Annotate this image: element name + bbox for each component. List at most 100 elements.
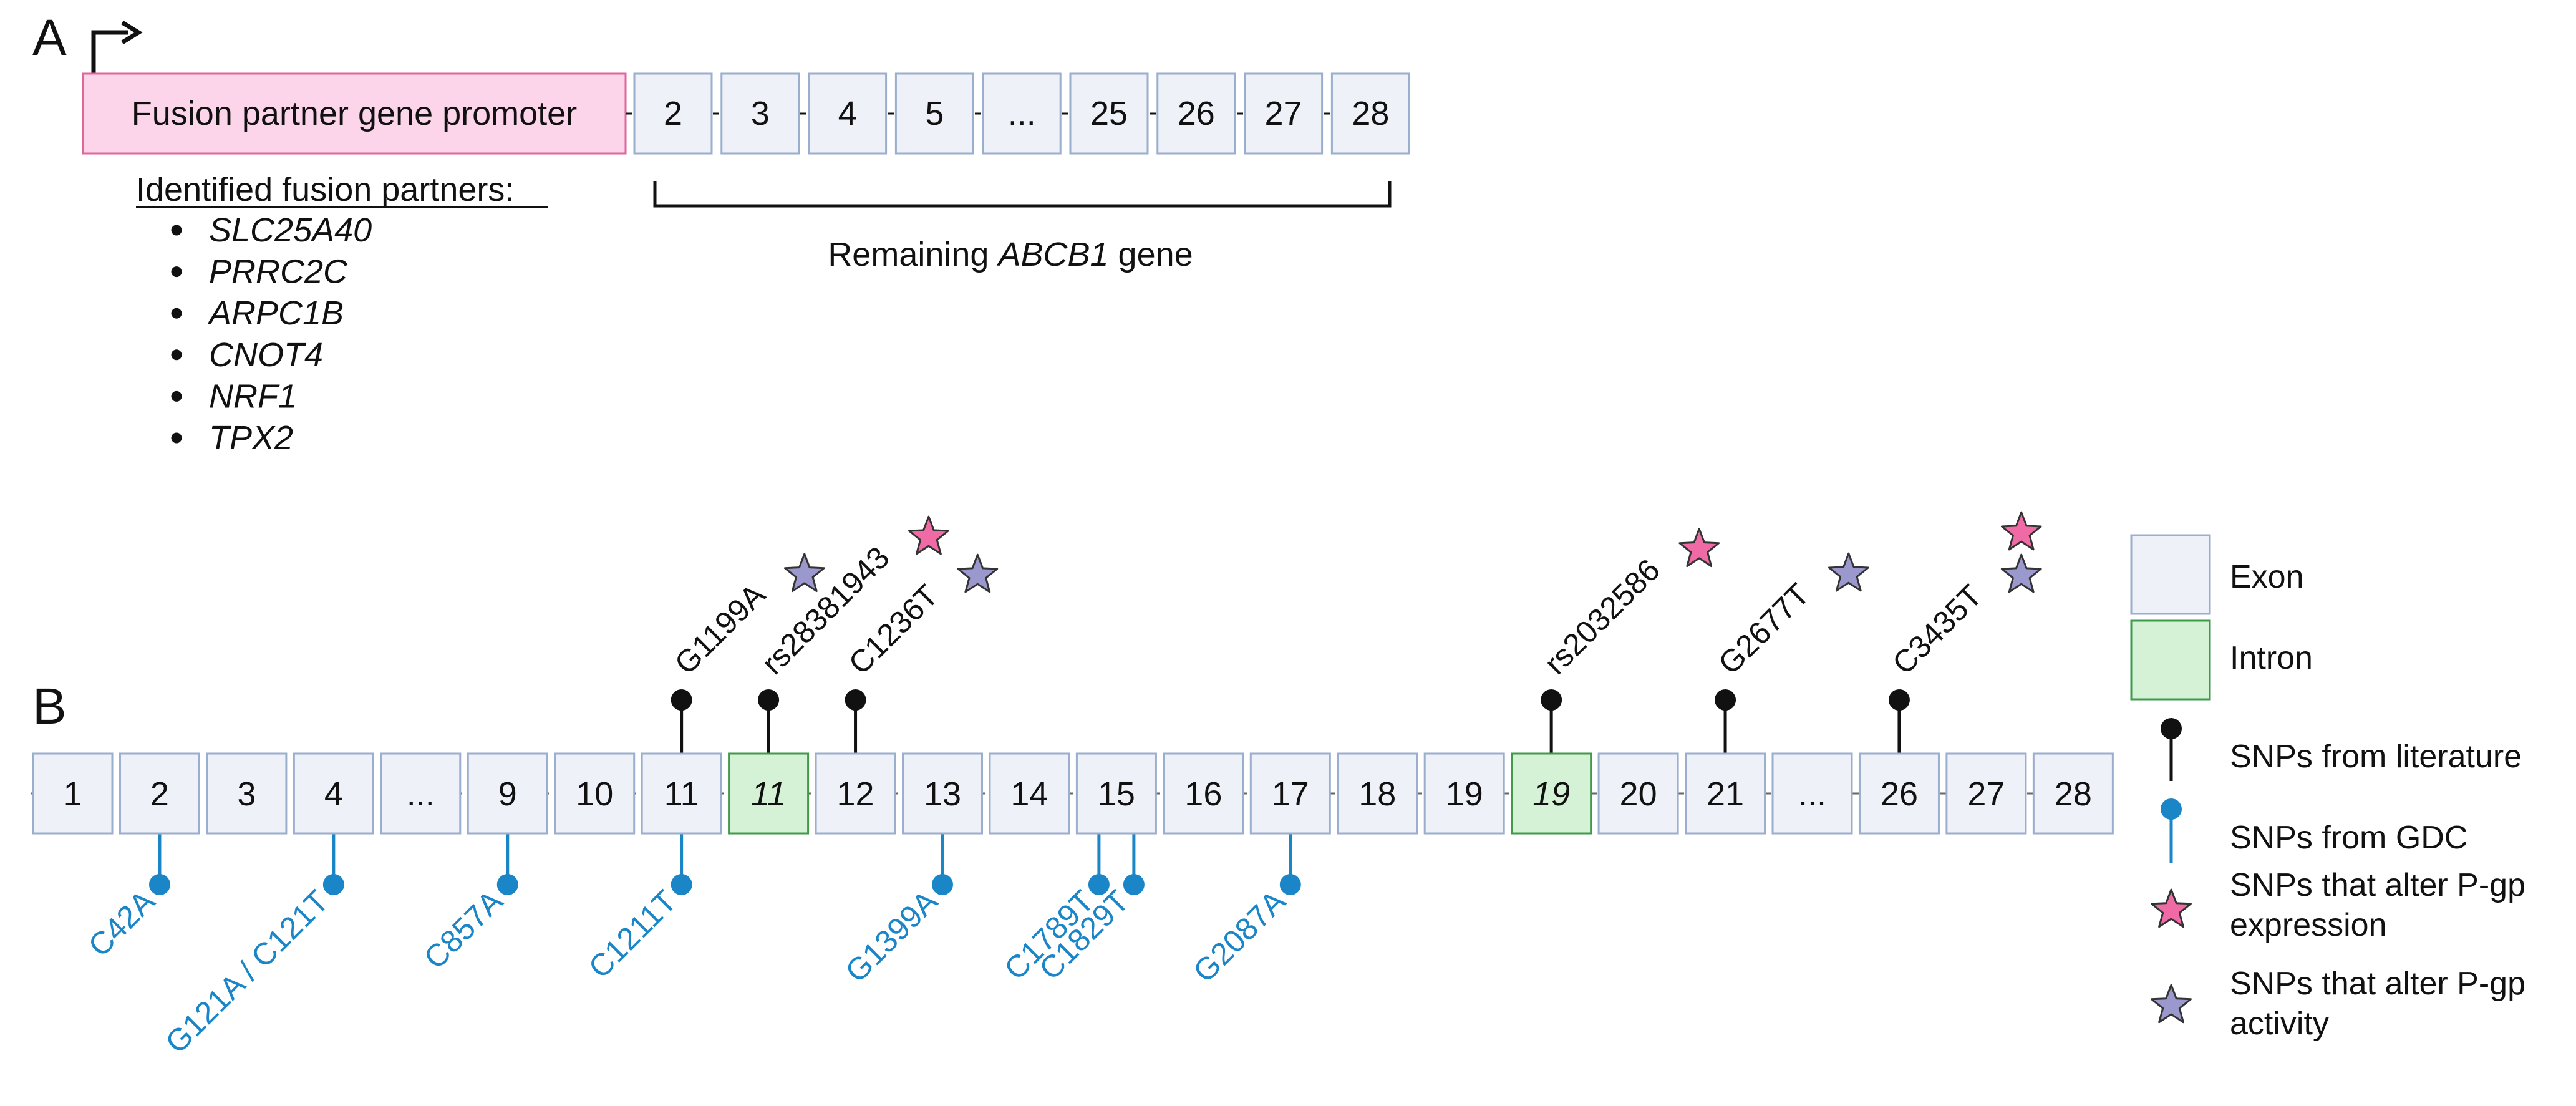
exon-number: 9 (498, 775, 517, 813)
bullet-icon (171, 266, 182, 278)
gdc-snp-label: G2087A (1186, 883, 1292, 989)
exon-box (1163, 752, 1244, 835)
exon-number: 16 (1184, 775, 1222, 813)
activity-star-icon (2000, 553, 2042, 593)
expression-star-icon (1678, 528, 1720, 568)
exon-number: ... (407, 775, 435, 813)
exon-number: 19 (1446, 775, 1483, 813)
exon-box (1069, 72, 1149, 155)
expression-star-icon (2000, 511, 2042, 551)
legend-intron-swatch (2130, 619, 2211, 701)
exon-number: 2 (150, 775, 169, 813)
literature-snp-label: G1199A (668, 577, 772, 681)
legend-literature-label: SNPs from literature (2230, 739, 2522, 775)
exon-number: 26 (1178, 95, 1215, 132)
literature-snp-label: G2677T (1712, 576, 1816, 681)
exon-box (119, 752, 200, 835)
legend-activity-label: SNPs that alter P-gp activity (2230, 966, 2534, 1042)
legend-expression-star-shape (2151, 888, 2192, 928)
fusion-partner-item: CNOT4 (209, 336, 323, 374)
partners-heading: Identified fusion partners: (136, 171, 514, 208)
exon-box (815, 752, 896, 835)
fusion-partner-item: TPX2 (209, 419, 293, 457)
fusion-partner-item: NRF1 (209, 377, 297, 415)
exon-box (1945, 752, 2027, 835)
exon-number: 3 (237, 775, 256, 813)
legend-activity-star-icon (2151, 984, 2192, 1024)
activity-star-icon (957, 553, 999, 593)
bullet-icon (171, 308, 182, 319)
exon-box (720, 72, 800, 155)
exon-box (902, 752, 983, 835)
exon-number: 27 (1265, 95, 1302, 132)
exon-box (1423, 752, 1505, 835)
gdc-snp-dot-icon (1088, 874, 1110, 895)
fusion-partner-item: ARPC1B (207, 294, 344, 332)
exon-box (32, 752, 114, 835)
exon-box (206, 752, 288, 835)
gdc-snp-label: C857A (417, 883, 510, 976)
exon-number: 5 (925, 95, 944, 132)
transcription-start-arrow-icon (91, 30, 128, 74)
expression-star-icon (908, 515, 949, 555)
promoter-label: Fusion partner gene promoter (132, 95, 577, 132)
legend-intron-label: Intron (2230, 640, 2313, 676)
exon-box (1337, 752, 1418, 835)
exon-number: 28 (1352, 95, 1389, 132)
exon-box (380, 752, 462, 835)
panel-b-letter: B (32, 678, 67, 735)
fusion-partner-item: PRRC2C (209, 253, 348, 291)
exon-number: 1 (63, 775, 82, 813)
exon-number: 4 (838, 95, 857, 132)
literature-snp-label: rs2032586 (1537, 552, 1667, 681)
gdc-snp-dot-icon (1123, 874, 1145, 895)
legend-exon-swatch (2130, 534, 2211, 615)
legend-activity-star-shape (2151, 984, 2192, 1024)
fusion-partner-item: SLC25A40 (209, 211, 372, 249)
bullet-icon (171, 349, 182, 361)
exon-box (2032, 752, 2114, 835)
exon-number: 25 (1090, 95, 1128, 132)
exon-number: 12 (837, 775, 874, 813)
gdc-snp-label: G1399A (838, 883, 944, 989)
exon-box (633, 72, 713, 155)
exon-box (1597, 752, 1679, 835)
gdc-snp-dot-icon (671, 874, 692, 895)
exon-number: 2 (664, 95, 682, 132)
gdc-snp-dot-icon (148, 874, 170, 895)
literature-snp-label: C3435T (1886, 578, 1988, 681)
exon-box (554, 752, 636, 835)
exon-number: ... (1008, 95, 1036, 132)
exon-box (982, 72, 1062, 155)
exon-box (1330, 72, 1410, 155)
legend: Exon Intron SNPs from literature SNPs fr… (2130, 534, 2534, 1042)
intron-number: 19 (1533, 775, 1570, 813)
bullet-icon (171, 225, 182, 236)
exon-box (1249, 752, 1331, 835)
intron-box (728, 752, 810, 835)
activity-star-icon (783, 553, 825, 593)
exon-box (1771, 752, 1853, 835)
exon-number: 14 (1010, 775, 1048, 813)
literature-snp-dot-icon (1715, 689, 1736, 711)
exon-box (1075, 752, 1157, 835)
remaining-gene-bracket (653, 181, 1392, 208)
activity-star-icon (1828, 552, 1869, 592)
gdc-snp-dot-icon (932, 874, 953, 895)
gdc-snp-label: C1211T (582, 883, 684, 985)
gdc-snp-label: C42A (82, 883, 162, 963)
exon-box (1244, 72, 1324, 155)
intron-box (1511, 752, 1592, 835)
exon-box (989, 752, 1070, 835)
exon-number: 28 (2055, 775, 2092, 813)
legend-expression-star-icon (2151, 888, 2192, 928)
exon-number: 26 (1881, 775, 1918, 813)
gdc-snp-label: G121A / C121T (158, 883, 335, 1060)
literature-snp-dot-icon (758, 689, 780, 711)
literature-snp-dot-icon (845, 689, 866, 711)
